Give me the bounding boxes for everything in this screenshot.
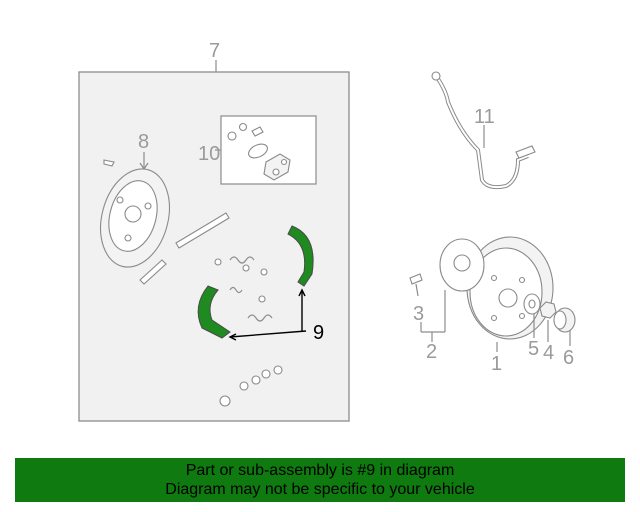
brake-drum-1 [439,236,554,352]
callout-3: 3 [413,303,424,325]
washer-5 [523,293,541,338]
banner-line-2: Diagram may not be specific to your vehi… [165,481,475,498]
brake-hose-11 [431,71,536,190]
parts-diagram: 7 10 8 [78,40,576,422]
callout-6: 6 [563,347,574,369]
callout-11: 11 [474,106,495,128]
wheel-cylinder-box-10 [215,115,317,185]
backing-plate-8 [100,152,170,268]
brake-shoes-9 [197,225,314,341]
banner-line-1: Part or sub-assembly is #9 in diagram [185,462,455,479]
callout-10: 10 [198,143,220,165]
callout-8: 8 [138,131,149,153]
nut-4 [539,301,557,342]
callout-2: 2 [426,341,437,363]
callout-4: 4 [543,342,554,364]
callout-7: 7 [209,40,220,62]
hub-bolt-3 [409,273,446,342]
callout-1: 1 [491,353,502,375]
callout-9: 9 [313,322,324,344]
callout-5: 5 [528,338,539,360]
part-info-banner: Part or sub-assembly is #9 in diagram Di… [15,458,625,502]
hardware-parts [139,212,283,407]
grease-cap-6 [553,307,576,346]
